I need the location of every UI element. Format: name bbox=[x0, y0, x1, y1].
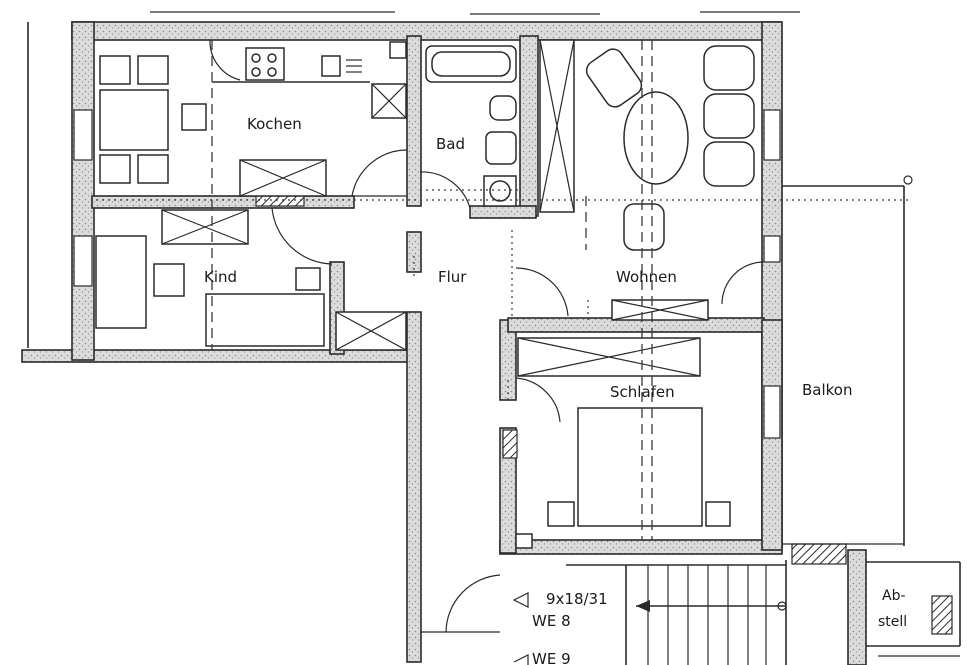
room-label-abstell-line1: Ab- bbox=[882, 588, 906, 604]
child-room-furniture bbox=[95, 235, 325, 347]
room-labels: Kochen Bad Kind Flur Wohnen Schlafen Bal… bbox=[204, 115, 907, 630]
room-label-abstell-line2: stell bbox=[878, 614, 907, 630]
balcony-outline bbox=[782, 175, 913, 546]
room-label-kind: Kind bbox=[204, 268, 237, 286]
bathroom-fixtures bbox=[425, 45, 517, 207]
storage-room bbox=[847, 549, 961, 665]
left-exterior bbox=[21, 22, 418, 363]
room-label-schlafen: Schlafen bbox=[610, 383, 675, 401]
room-label-balkon: Balkon bbox=[802, 381, 853, 399]
unit-label-we9: WE 9 bbox=[532, 650, 571, 665]
top-edge-lines bbox=[150, 11, 800, 15]
room-label-flur: Flur bbox=[438, 268, 467, 286]
unit-label-we8: WE 8 bbox=[532, 612, 571, 630]
living-furniture bbox=[585, 45, 765, 305]
kitchen-furniture bbox=[99, 39, 407, 184]
room-label-bad: Bad bbox=[436, 135, 465, 153]
room-label-kochen: Kochen bbox=[247, 115, 302, 133]
reference-lines bbox=[96, 40, 910, 540]
room-label-wohnen: Wohnen bbox=[616, 268, 677, 286]
bedroom-furniture bbox=[515, 407, 731, 549]
staircase bbox=[512, 560, 787, 665]
stair-dimension-label: 9x18/31 bbox=[546, 590, 608, 608]
crossed-cupboards bbox=[161, 39, 709, 377]
hatched-shafts bbox=[255, 195, 953, 635]
stair-labels: 9x18/31 WE 8 WE 9 bbox=[532, 590, 608, 665]
door-swings bbox=[271, 149, 569, 633]
